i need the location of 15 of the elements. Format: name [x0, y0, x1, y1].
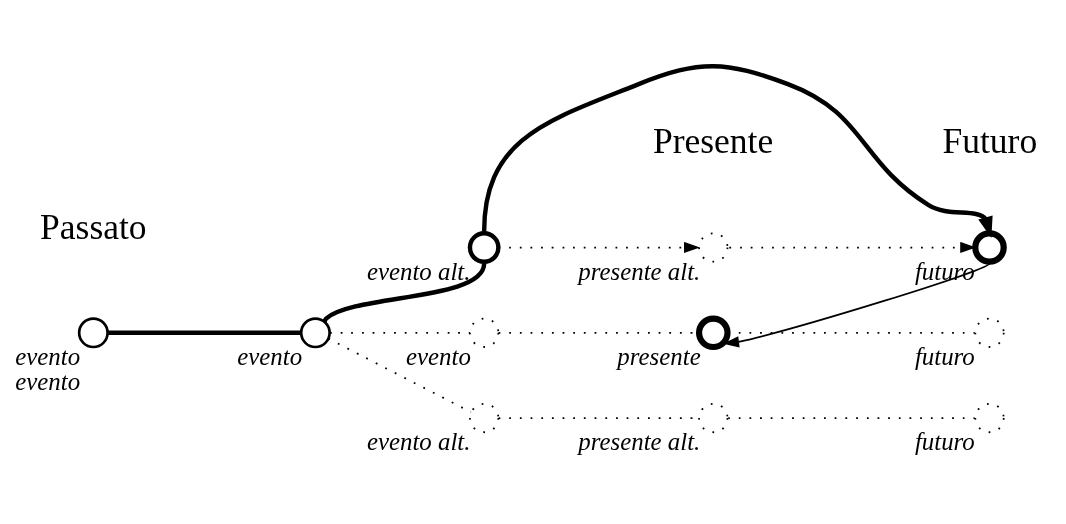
- label: Passato: [40, 206, 147, 247]
- node-label: presente alt.: [578, 257, 701, 285]
- node-label: futuro: [914, 342, 975, 370]
- node-label: presente: [617, 342, 701, 370]
- node-label: futuro: [914, 427, 975, 455]
- node-label: evento alt.: [366, 257, 471, 285]
- node-label: presente alt.: [578, 427, 701, 455]
- node-label: evento alt.: [366, 427, 471, 455]
- node-label: futuro: [914, 257, 975, 285]
- label: Presente: [652, 120, 774, 161]
- node-label: evento: [15, 342, 81, 370]
- node-label: evento: [15, 367, 81, 395]
- node-label: evento: [406, 342, 471, 370]
- label: Futuro: [942, 120, 1038, 161]
- node-label: evento: [237, 342, 303, 370]
